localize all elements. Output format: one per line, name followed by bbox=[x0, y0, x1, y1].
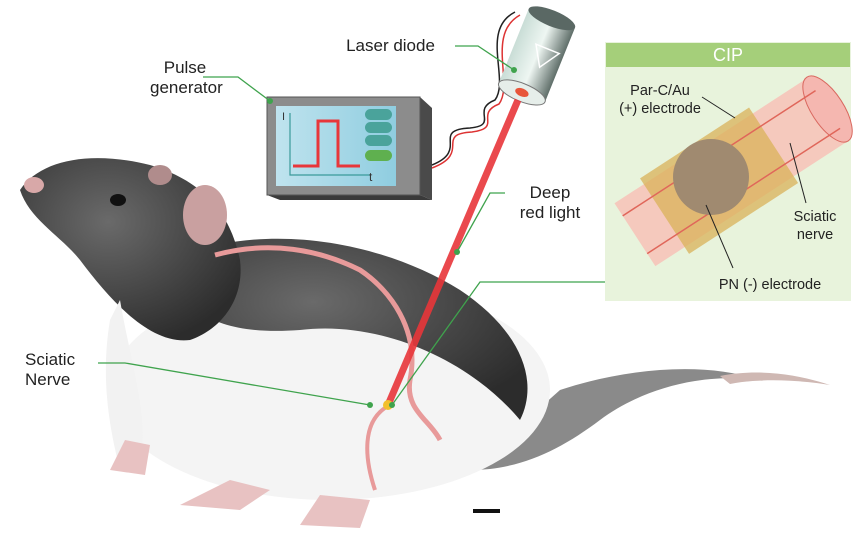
electrode-minus-label: PN (-) electrode bbox=[718, 277, 822, 293]
nerve-line2: nerve bbox=[796, 227, 834, 243]
electrode-plus-line2: (+) electrode bbox=[619, 101, 701, 117]
deep-red-light-line1: Deep bbox=[529, 183, 571, 202]
axis-y-label: I bbox=[282, 111, 285, 123]
rat-eye bbox=[110, 194, 126, 206]
rat-illustration bbox=[20, 158, 830, 528]
leader-lines bbox=[98, 45, 606, 406]
electrode-plus-line1: Par-C/Au bbox=[630, 83, 690, 99]
wire bbox=[431, 11, 516, 166]
pulse-generator-line1: Pulse bbox=[163, 58, 207, 77]
axis-x-label: t bbox=[369, 170, 373, 184]
laser-beam bbox=[384, 98, 522, 407]
laser-diode-label: Laser diode bbox=[346, 36, 435, 55]
nerve-line1: Sciatic bbox=[793, 209, 837, 225]
pulse-generator-device bbox=[266, 11, 521, 200]
pulse-generator-label: Pulse generator bbox=[150, 58, 223, 98]
deep-red-light-line2: red light bbox=[519, 203, 581, 222]
pulse-generator-line2: generator bbox=[150, 78, 223, 97]
pn-electrode bbox=[673, 139, 749, 215]
pulse-waveform bbox=[293, 119, 360, 168]
deep-red-light-label: Deep red light bbox=[510, 183, 590, 223]
electrode-plus-label: Par-C/Au (+) electrode bbox=[610, 82, 710, 118]
cip-panel-graphic bbox=[605, 42, 853, 301]
sciatic-nerve-label: Sciatic Nerve bbox=[25, 350, 90, 390]
scale-bar bbox=[473, 509, 500, 513]
rat-tail bbox=[470, 369, 760, 470]
sciatic-nerve-line2: Nerve bbox=[25, 370, 71, 389]
cable bbox=[214, 245, 443, 442]
nerve-label: Sciatic nerve bbox=[785, 208, 845, 244]
rat-ear bbox=[183, 185, 227, 245]
sciatic-nerve-line1: Sciatic bbox=[25, 350, 76, 369]
cip-panel-title: CIP bbox=[606, 43, 850, 67]
